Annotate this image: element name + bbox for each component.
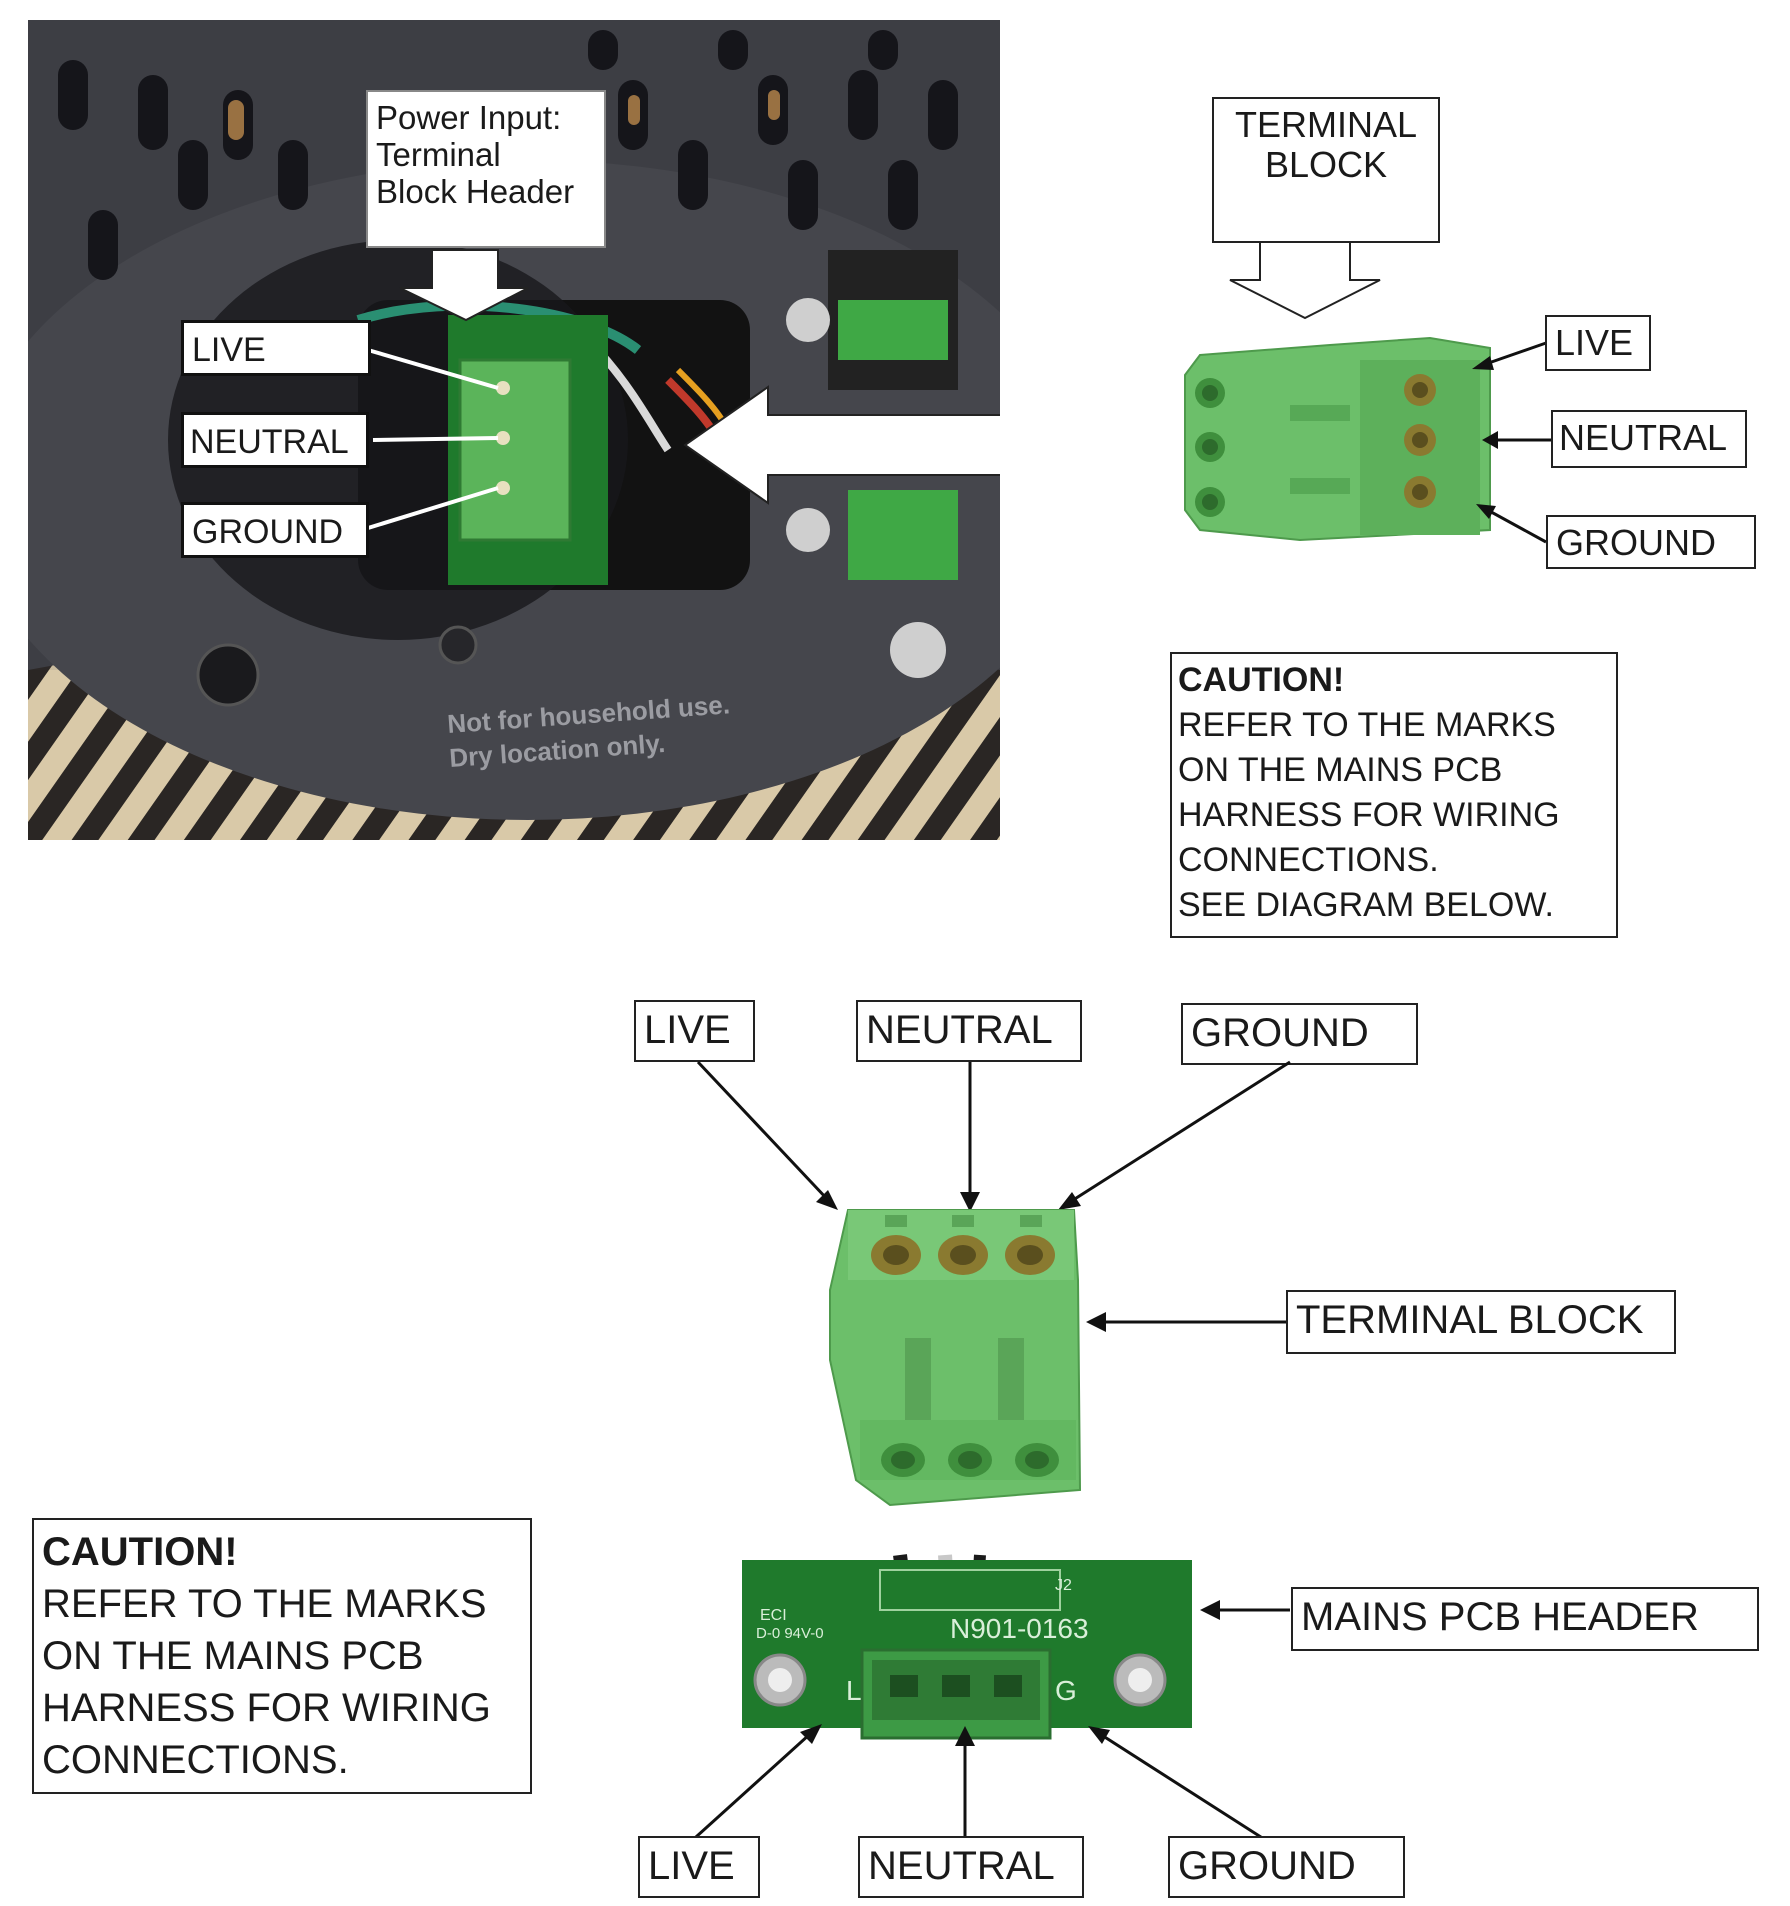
side-label-neutral: NEUTRAL [1551, 410, 1747, 468]
caution-top-line-5: SEE DIAGRAM BELOW. [1178, 886, 1554, 924]
pcb-view-drawing: ECI D-0 94V-0 N901-0163 J2 L G [684, 1554, 1290, 1850]
front-label-ground: GROUND [1181, 1003, 1418, 1065]
front-view-drawing [696, 1060, 1291, 1507]
caution-top-line-3: HARNESS FOR WIRING [1178, 796, 1560, 834]
pcb-label-neutral: NEUTRAL [858, 1836, 1084, 1898]
side-label-live: LIVE [1545, 315, 1651, 371]
pcb-silk-part: N901-0163 [950, 1613, 1089, 1644]
pcb-silk-rating: D-0 94V-0 [756, 1625, 824, 1642]
pcb-label-header: MAINS PCB HEADER [1291, 1587, 1759, 1651]
side-view-drawing [1184, 241, 1560, 544]
caution-top-heading: CAUTION! [1178, 661, 1345, 699]
caution-box-top: CAUTION! REFER TO THE MARKS ON THE MAINS… [1170, 652, 1618, 938]
photo-label-neutral: NEUTRAL [181, 412, 369, 468]
callout-line1: Power Input: [376, 99, 562, 136]
pcb-label-live: LIVE [638, 1836, 760, 1898]
pcb-silk-maker: ECI [760, 1607, 787, 1624]
power-input-callout: Power Input: Terminal Block Header [366, 90, 606, 248]
pcb-silk-l: L [846, 1675, 862, 1706]
caution-bottom-line-4: CONNECTIONS. [42, 1738, 349, 1782]
side-label-ground: GROUND [1546, 515, 1756, 569]
caution-bottom-line-1: REFER TO THE MARKS [42, 1582, 487, 1626]
caution-top-line-1: REFER TO THE MARKS [1178, 706, 1556, 744]
front-label-neutral: NEUTRAL [856, 1000, 1082, 1062]
pcb-label-ground: GROUND [1168, 1836, 1405, 1898]
side-terminal-block-label: TERMINAL BLOCK [1212, 97, 1440, 243]
caution-bottom-heading: CAUTION! [42, 1530, 238, 1574]
photo-label-ground: GROUND [181, 502, 369, 558]
caution-top-line-4: CONNECTIONS. [1178, 841, 1439, 879]
front-label-live: LIVE [634, 1000, 755, 1062]
front-label-terminal-block: TERMINAL BLOCK [1286, 1290, 1676, 1354]
caution-bottom-line-2: ON THE MAINS PCB [42, 1634, 424, 1678]
pcb-silk-g: G [1055, 1675, 1077, 1706]
caution-bottom-line-3: HARNESS FOR WIRING [42, 1686, 491, 1730]
side-title-line1: TERMINAL [1234, 104, 1418, 145]
caution-top-line-2: ON THE MAINS PCB [1178, 751, 1503, 789]
callout-line2: Terminal [376, 135, 501, 173]
pcb-silk-ref: J2 [1055, 1577, 1072, 1594]
callout-line3: Block Header [376, 172, 575, 210]
caution-box-bottom: CAUTION! REFER TO THE MARKS ON THE MAINS… [32, 1518, 532, 1794]
side-title-line2: BLOCK [1264, 144, 1388, 186]
photo-label-live: LIVE [181, 320, 371, 376]
